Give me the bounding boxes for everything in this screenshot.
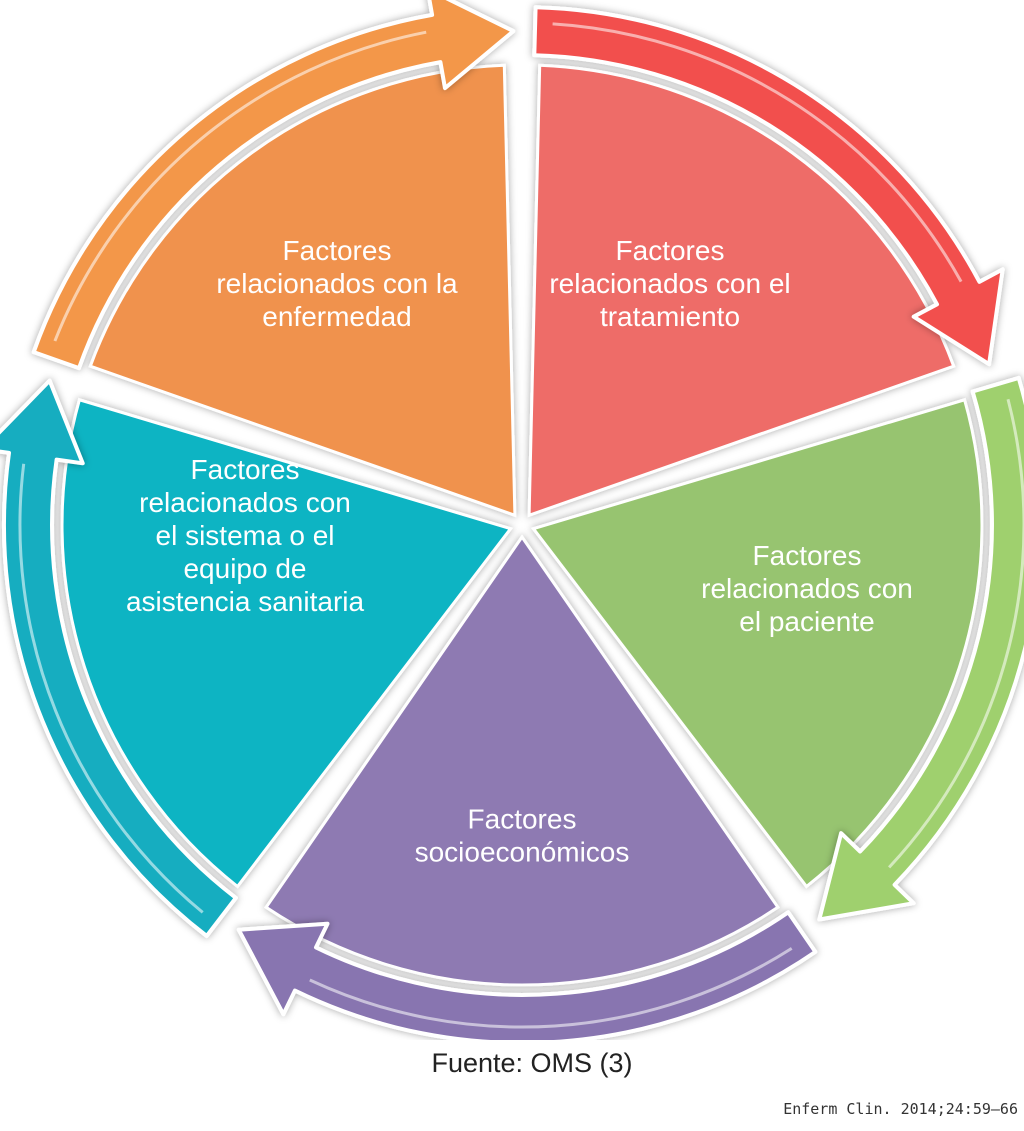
label-line: Factores — [753, 540, 862, 571]
label-line: Factores — [616, 235, 725, 266]
label-line: Factores — [468, 804, 577, 835]
label-line: relacionados con — [701, 573, 913, 604]
label-line: socioeconómicos — [415, 837, 630, 868]
arrow-highlight-patient — [888, 398, 1024, 869]
label-line: equipo de — [183, 553, 306, 584]
arrow-treatment — [532, 5, 1005, 367]
label-line: relacionados con el — [549, 268, 790, 299]
arrow-disease — [31, 0, 516, 371]
segment-treatment — [527, 63, 956, 518]
arrow-highlight-treatment — [552, 22, 963, 283]
label-line: enfermedad — [262, 301, 411, 332]
arrows-layer — [0, 0, 1024, 1040]
segment-socioeconomic — [264, 534, 780, 987]
label-line: Factores — [283, 235, 392, 266]
label-line: relacionados con — [139, 487, 351, 518]
arrow-highlight-health-system — [18, 463, 204, 914]
label-line: asistencia sanitaria — [126, 586, 365, 617]
segment-disease — [88, 63, 517, 518]
label-line: relacionados con la — [216, 268, 458, 299]
source-caption: Fuente: OMS (3) — [431, 1048, 633, 1078]
journal-citation: Enferm Clin. 2014;24:59–66 — [783, 1100, 1018, 1118]
arrow-patient — [817, 375, 1024, 922]
label-line: tratamiento — [600, 301, 740, 332]
segment-patient — [530, 397, 984, 889]
label-line: el paciente — [739, 606, 874, 637]
segment-health-system — [60, 397, 514, 889]
label-line: el sistema o el — [156, 520, 335, 551]
arrow-highlight-socioeconomic — [309, 947, 793, 1029]
label-line: Factores — [191, 454, 300, 485]
segments-layer — [60, 63, 984, 987]
arrow-highlight-disease — [53, 30, 427, 342]
